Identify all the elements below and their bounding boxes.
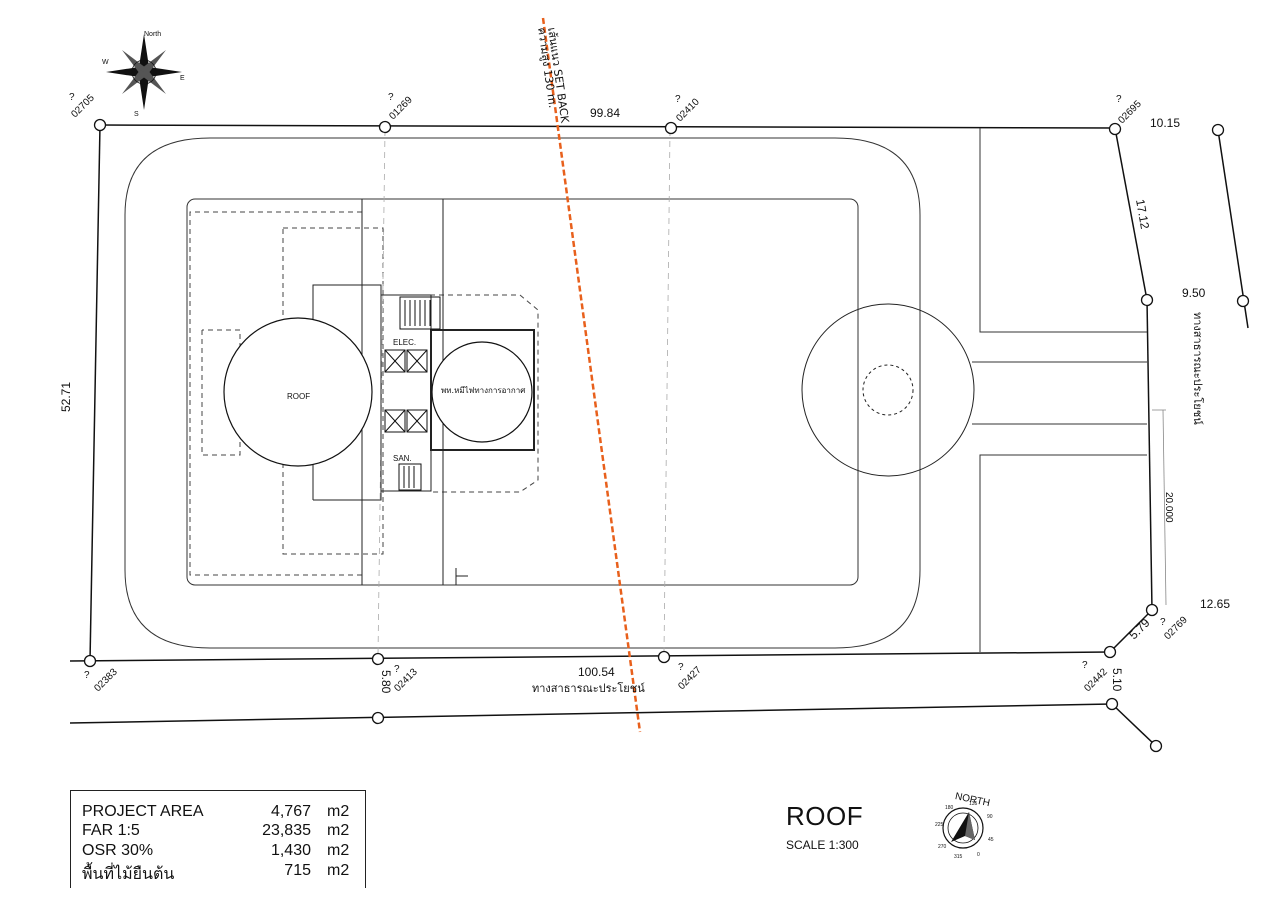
north-arrow-ticks: 135 90 45 0 315 270 225 180 xyxy=(935,801,994,860)
boundary-pins xyxy=(83,118,1250,753)
dim-right-d: 12.65 xyxy=(1200,597,1230,611)
pin-prefix: ? xyxy=(1116,94,1122,105)
area-table: PROJECT AREA 4,767 m2 FAR 1:5 23,835 m2 … xyxy=(70,790,366,888)
area-unit: m2 xyxy=(327,803,350,820)
compass-east: E xyxy=(180,75,185,82)
pin-prefix: ? xyxy=(84,670,90,681)
pin-prefix: ? xyxy=(678,662,684,673)
area-unit: m2 xyxy=(327,842,350,859)
sky-garden-dome xyxy=(431,341,533,443)
north-tick: 45 xyxy=(988,837,994,843)
pin-prefix: ? xyxy=(388,92,394,103)
roundabout xyxy=(801,303,975,477)
area-unit: m2 xyxy=(327,862,350,879)
room-label-elec: ELEC. xyxy=(393,338,416,347)
area-label: PROJECT AREA xyxy=(82,803,204,820)
area-value: 23,835 xyxy=(262,822,311,839)
compass-north: North xyxy=(144,31,161,38)
pin-label: 02769 xyxy=(1162,614,1190,642)
dim-right-c: 9.50 xyxy=(1182,286,1206,300)
dim-road-width: 20.000 xyxy=(1163,492,1174,523)
dim-bottom-road: 5.80 xyxy=(379,670,393,694)
area-label: OSR 30% xyxy=(82,842,154,859)
area-row: FAR 1:5 23,835 m2 xyxy=(71,822,367,842)
area-label: FAR 1:5 xyxy=(82,822,140,839)
dim-top: 99.84 xyxy=(590,106,620,120)
north-tick: 135 xyxy=(969,801,978,807)
area-label: พื้นที่ไม้ยืนต้น xyxy=(82,864,175,883)
north-tick: 225 xyxy=(935,822,944,828)
room-label-san: SAN. xyxy=(393,454,412,463)
dim-bottom: 100.54 xyxy=(578,665,615,679)
pin-label: 02383 xyxy=(92,666,120,694)
north-tick: 270 xyxy=(938,844,947,850)
roof-dome xyxy=(223,317,373,467)
pin-prefix: ? xyxy=(69,92,75,103)
public-road-label: ทางสาธารณะประโยชน์ xyxy=(532,681,645,695)
pin-prefix: ? xyxy=(1160,617,1166,628)
dim-right-a: 17.12 xyxy=(1133,198,1152,230)
north-tick: 180 xyxy=(945,805,954,811)
property-boundary xyxy=(69,124,1249,747)
dim-right-e: 5.79 xyxy=(1126,615,1153,642)
area-value: 715 xyxy=(284,862,311,879)
drawing-title: ROOF xyxy=(786,801,864,831)
public-road-label-right: ทางสาธารณะประโยชน์ xyxy=(1191,312,1205,425)
dim-right-f: 5.10 xyxy=(1110,668,1124,692)
pin-prefix: ? xyxy=(675,94,681,105)
compass-west: W xyxy=(102,59,109,66)
area-row: PROJECT AREA 4,767 m2 xyxy=(71,803,367,823)
compass-south: S xyxy=(134,111,139,118)
drawing-scale: SCALE 1:300 xyxy=(786,838,859,852)
area-row: OSR 30% 1,430 m2 xyxy=(71,842,367,862)
area-unit: m2 xyxy=(327,822,350,839)
north-tick: 0 xyxy=(977,852,980,858)
pin-prefix: ? xyxy=(394,664,400,675)
setback-line xyxy=(541,17,642,733)
dim-left: 52.71 xyxy=(59,382,73,412)
driveway xyxy=(124,128,1167,652)
area-value: 1,430 xyxy=(270,842,311,859)
area-row: พื้นที่ไม้ยืนต้น 715 m2 xyxy=(71,862,367,883)
area-value: 4,767 xyxy=(270,803,311,820)
pin-prefix: ? xyxy=(1082,660,1088,671)
dim-right-b: 10.15 xyxy=(1150,116,1180,130)
compass-rose-icon xyxy=(106,34,182,110)
north-tick: 90 xyxy=(987,814,993,820)
stair-cells xyxy=(384,296,441,491)
room-label-sky-garden: พท.หมีไฟทางการอากาศ xyxy=(441,386,525,395)
north-arrow-icon xyxy=(942,807,984,849)
north-tick: 315 xyxy=(954,854,963,860)
room-label-roof: ROOF xyxy=(287,392,310,401)
